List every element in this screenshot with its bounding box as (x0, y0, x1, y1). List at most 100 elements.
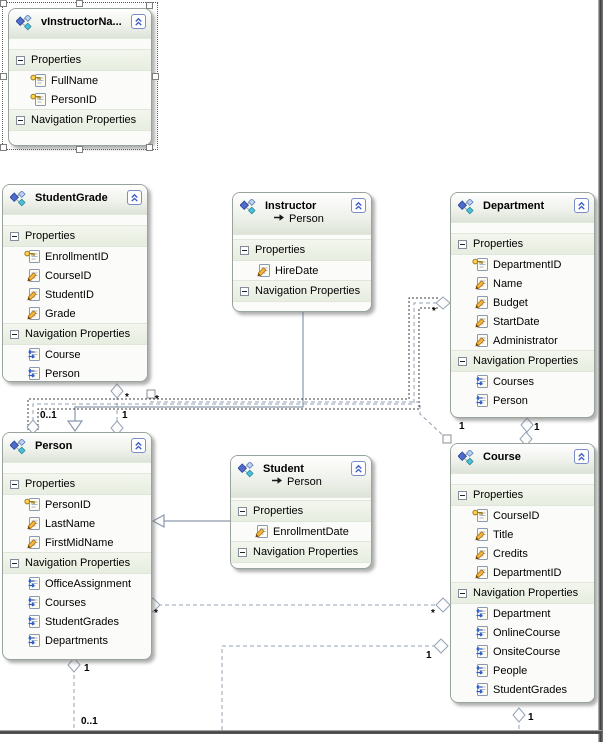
property-row[interactable]: HireDate (233, 261, 371, 280)
connector-person-course[interactable] (145, 597, 451, 613)
property-row[interactable]: CourseID (3, 266, 147, 285)
navigation-section-header[interactable]: Navigation Properties (231, 541, 371, 563)
collapse-chevron-button[interactable] (131, 14, 146, 29)
entity-header[interactable]: vInstructorNa... (9, 9, 151, 39)
property-row[interactable]: CourseID (451, 506, 594, 525)
collapse-minus-icon[interactable] (10, 231, 19, 241)
property-row[interactable]: OnlineCourse (451, 623, 594, 642)
connector-person-department-selected[interactable] (26, 296, 451, 435)
properties-section-header[interactable]: Properties (3, 225, 147, 247)
property-row[interactable]: Departments (3, 631, 151, 650)
navigation-section-header[interactable]: Navigation Properties (9, 109, 151, 131)
property-row[interactable]: Grade (3, 304, 147, 323)
navigation-section-header[interactable]: Navigation Properties (3, 552, 151, 574)
connector-department-course[interactable] (519, 417, 534, 447)
property-row[interactable]: PersonID (9, 90, 151, 109)
entity-header[interactable]: Instructor Person (233, 193, 371, 235)
properties-section-header[interactable]: Properties (233, 239, 371, 261)
properties-section-header[interactable]: Properties (3, 473, 151, 495)
selection-handle[interactable] (0, 0, 7, 7)
collapse-minus-icon[interactable] (10, 558, 19, 568)
property-row[interactable]: Courses (3, 593, 151, 612)
property-row[interactable]: Administrator (451, 331, 594, 350)
selection-handle[interactable] (146, 144, 153, 151)
property-row[interactable]: OnsiteCourse (451, 642, 594, 661)
property-row[interactable]: Person (3, 364, 147, 381)
selection-handle[interactable] (76, 146, 83, 153)
connector-person-officeassignment[interactable] (67, 657, 81, 731)
entity-header[interactable]: Student Person (231, 456, 371, 498)
property-row[interactable]: Title (451, 525, 594, 544)
collapse-minus-icon[interactable] (458, 239, 467, 249)
property-row[interactable]: StartDate (451, 312, 594, 331)
collapse-chevron-button[interactable] (127, 190, 142, 205)
properties-section-header[interactable]: Properties (231, 500, 371, 522)
entity-header[interactable]: Department (451, 193, 594, 223)
property-row[interactable]: StudentGrades (3, 612, 151, 631)
property-row[interactable]: People (451, 661, 594, 680)
property-row[interactable]: PersonID (3, 495, 151, 514)
property-row[interactable]: Name (451, 274, 594, 293)
navigation-section-header[interactable]: Navigation Properties (451, 350, 594, 372)
connector-course-onsitecourse[interactable] (512, 707, 526, 731)
entity-instructor[interactable]: Instructor Person Properties HireDate Na… (232, 192, 372, 312)
collapse-chevron-button[interactable] (351, 461, 366, 476)
entity-header[interactable]: StudentGrade (3, 185, 147, 215)
collapse-minus-icon[interactable] (240, 286, 249, 296)
property-row[interactable]: Credits (451, 544, 594, 563)
connector-instructor-person-inheritance[interactable] (66, 312, 304, 433)
properties-section-header[interactable]: Properties (9, 49, 151, 71)
selection-handle[interactable] (0, 144, 7, 151)
selection-handle[interactable] (146, 2, 153, 9)
navigation-section-header[interactable]: Navigation Properties (3, 323, 147, 345)
navigation-section-header[interactable]: Navigation Properties (233, 280, 371, 302)
connector-course-onlinecourse[interactable] (221, 638, 449, 731)
collapse-minus-icon[interactable] (10, 479, 19, 489)
collapse-chevron-button[interactable] (574, 449, 589, 464)
property-row[interactable]: StudentGrades (451, 680, 594, 699)
property-row[interactable]: Course (3, 345, 147, 364)
connector-studentgrade-person[interactable] (110, 383, 124, 436)
collapse-minus-icon[interactable] (458, 490, 467, 500)
connector-student-person-inheritance[interactable] (151, 513, 230, 529)
property-row[interactable]: EnrollmentID (3, 247, 147, 266)
collapse-chevron-button[interactable] (574, 198, 589, 213)
entity-header[interactable]: Person (3, 433, 151, 463)
property-row[interactable]: FirstMidName (3, 533, 151, 552)
selection-handle[interactable] (76, 0, 83, 7)
entity-student[interactable]: Student Person Properties EnrollmentDate… (230, 455, 372, 569)
properties-section-header[interactable]: Properties (451, 484, 594, 506)
property-row[interactable]: FullName (9, 71, 151, 90)
selection-handle[interactable] (0, 73, 7, 80)
property-row[interactable]: DepartmentID (451, 255, 594, 274)
selection-handle[interactable] (152, 73, 159, 80)
property-row[interactable]: OfficeAssignment (3, 574, 151, 593)
collapse-minus-icon[interactable] (238, 506, 247, 516)
property-row[interactable]: EnrollmentDate (231, 522, 371, 541)
property-row[interactable]: Courses (451, 372, 594, 391)
collapse-minus-icon[interactable] (458, 588, 467, 598)
collapse-chevron-button[interactable] (131, 438, 146, 453)
collapse-minus-icon[interactable] (16, 115, 25, 125)
property-row[interactable]: Department (451, 604, 594, 623)
collapse-minus-icon[interactable] (458, 356, 467, 366)
property-row[interactable]: LastName (3, 514, 151, 533)
collapse-minus-icon[interactable] (16, 55, 25, 65)
navigation-section-header[interactable]: Navigation Properties (451, 582, 594, 604)
collapse-chevron-button[interactable] (351, 198, 366, 213)
entity-header[interactable]: Course (451, 444, 594, 474)
properties-section-header[interactable]: Properties (451, 233, 594, 255)
property-row[interactable]: StudentID (3, 285, 147, 304)
property-row[interactable]: DepartmentID (451, 563, 594, 582)
connector-studentgrade-course[interactable] (146, 389, 452, 444)
property-row[interactable]: Person (451, 391, 594, 410)
collapse-minus-icon[interactable] (240, 245, 249, 255)
collapse-minus-icon[interactable] (10, 329, 19, 339)
property-row[interactable]: Budget (451, 293, 594, 312)
